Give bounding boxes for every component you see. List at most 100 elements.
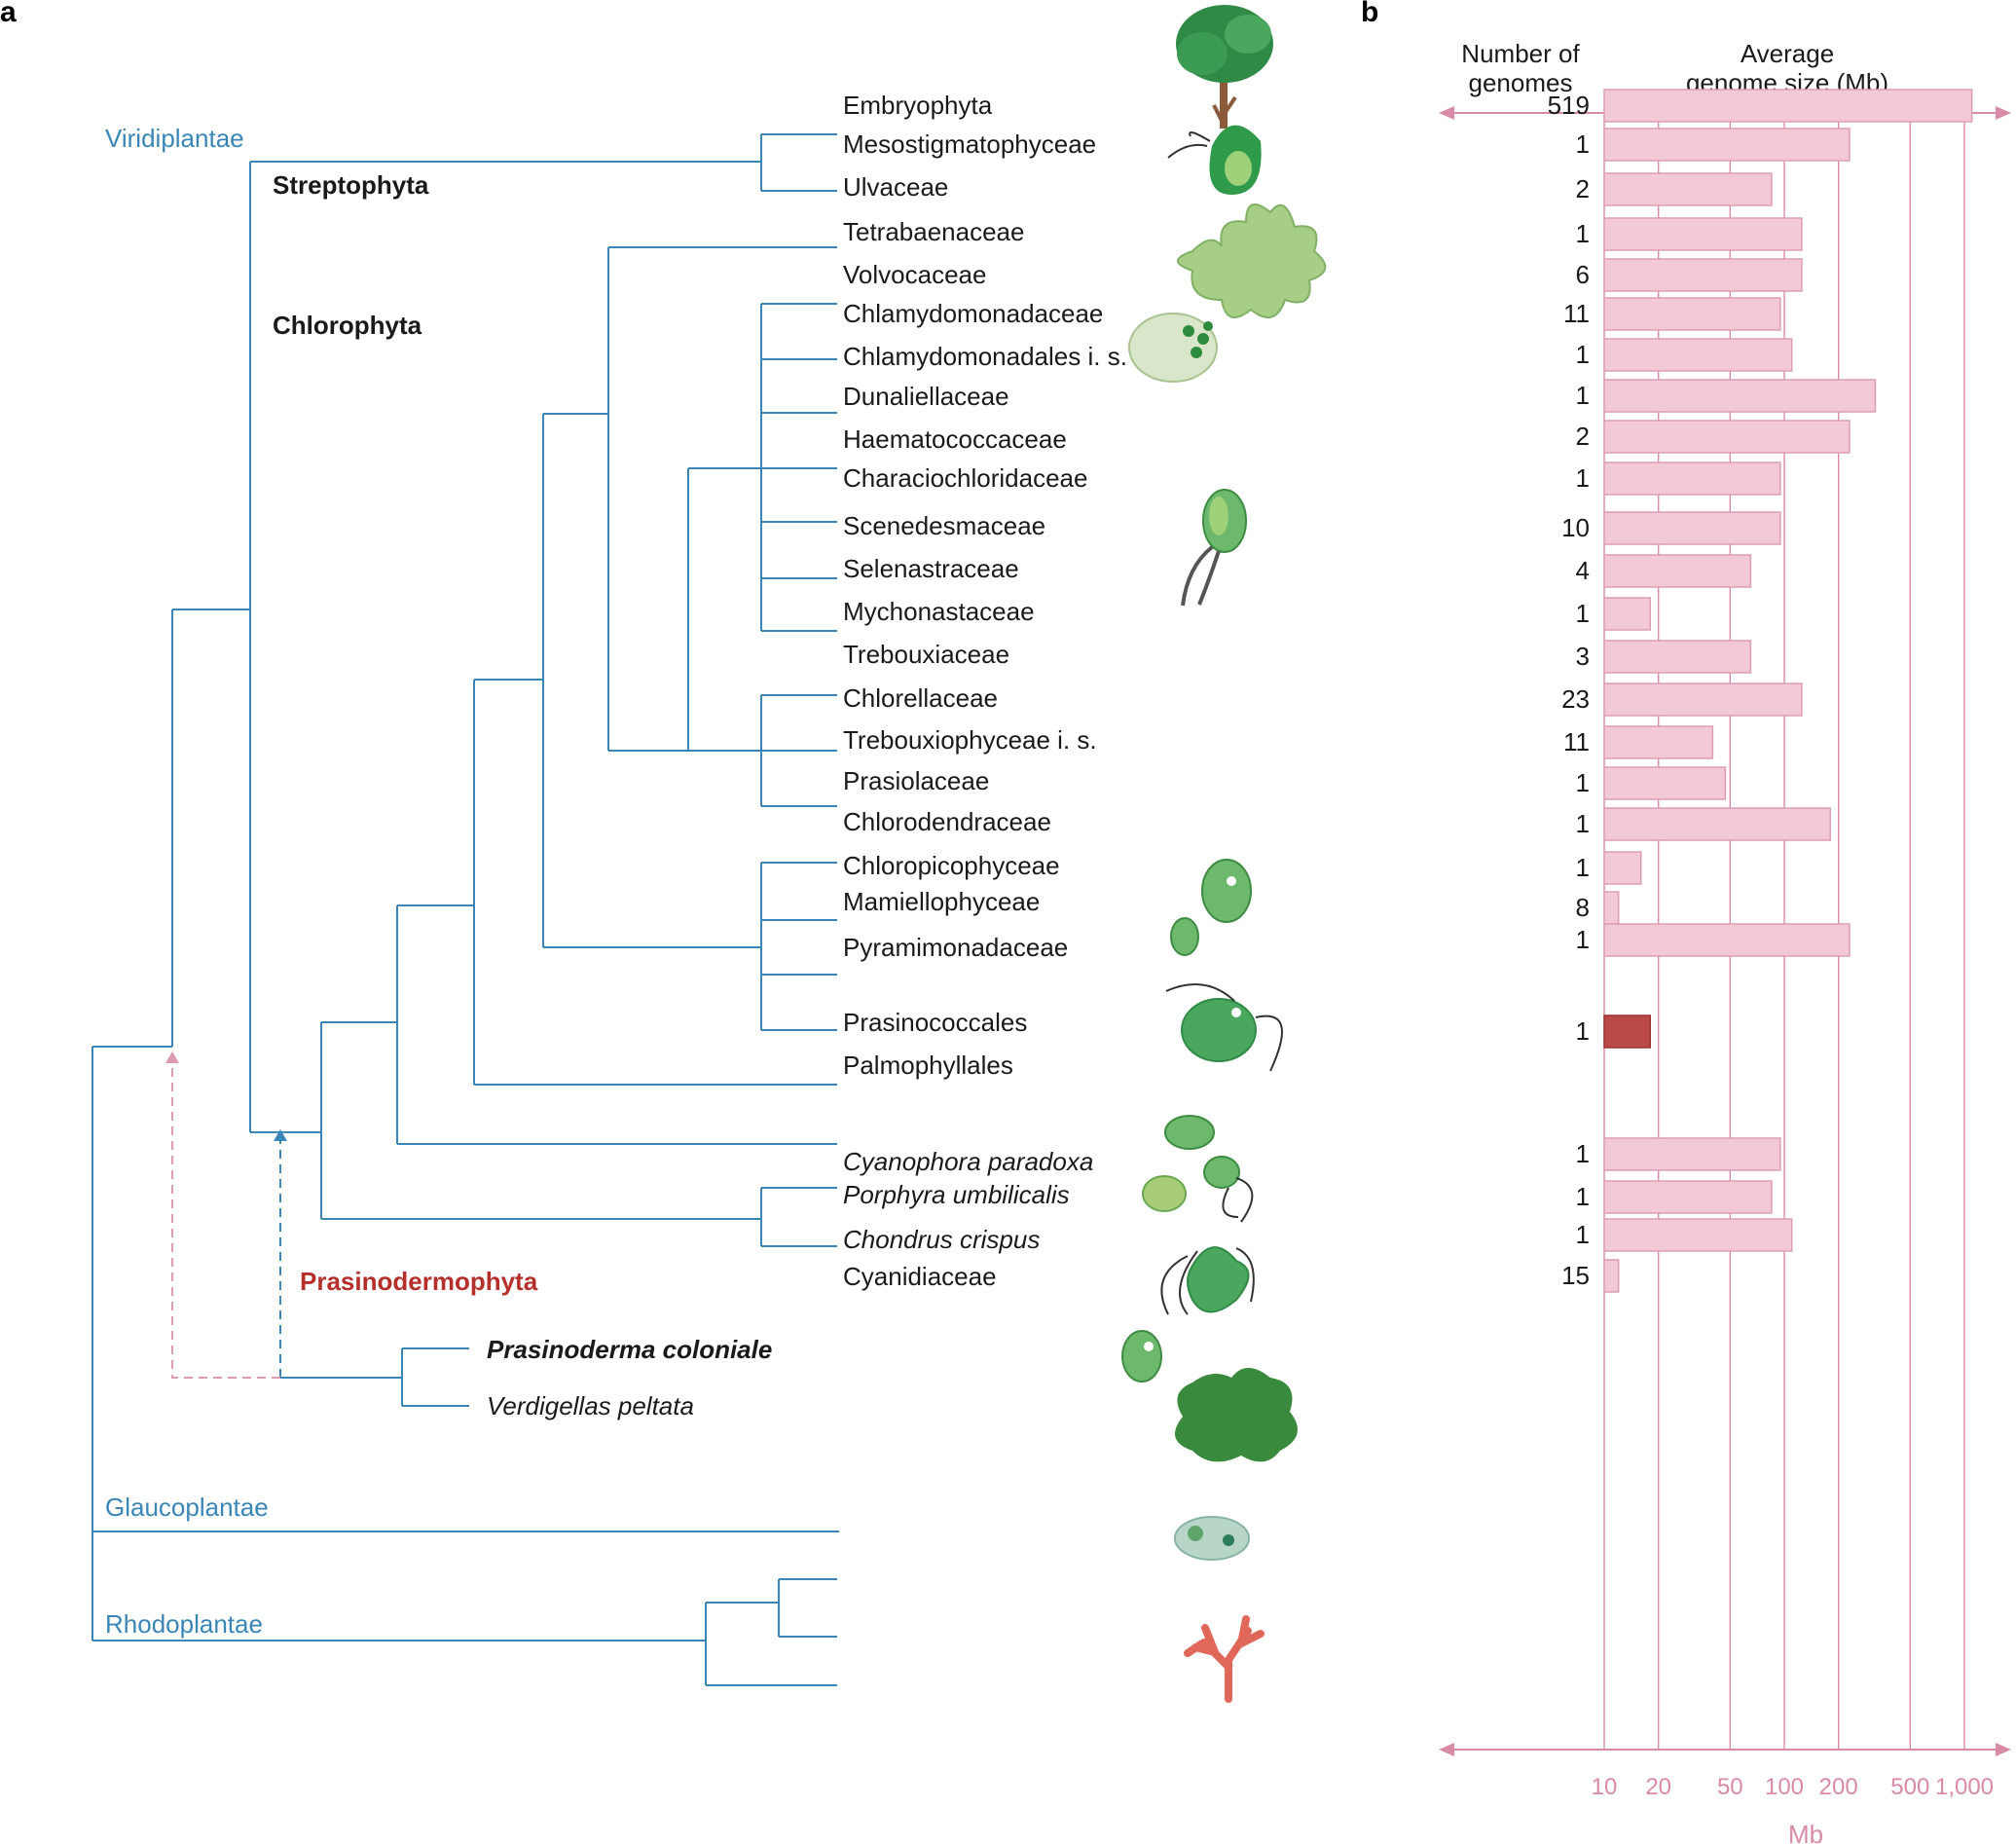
count-header-line1: Number of	[1461, 39, 1580, 68]
clade-viridiplantae: Viridiplantae	[105, 124, 244, 153]
species-prasinoderma-coloniale: Prasinoderma coloniale	[487, 1335, 772, 1364]
genome-count: 1	[1576, 340, 1590, 369]
genome-size-bar	[1603, 217, 1803, 251]
genome-count: 1	[1576, 219, 1590, 248]
genome-count: 4	[1576, 556, 1590, 585]
pyramimonas-illustration	[1160, 1246, 1255, 1315]
organism-illustrations	[1121, 5, 1327, 1703]
genome-size-bar	[1603, 89, 1973, 123]
taxon-label: Mamiellophyceae	[843, 887, 1040, 916]
genome-count: 1	[1576, 1139, 1590, 1168]
x-tick-label: 20	[1645, 1774, 1671, 1800]
genome-count: 1	[1576, 809, 1590, 838]
genome-size-bar	[1603, 338, 1793, 372]
x-tick-label: 500	[1890, 1774, 1929, 1800]
bottom-arrow-axis	[1439, 1743, 2011, 1756]
taxon-label: Chondrus crispus	[843, 1225, 1040, 1254]
clade-rhodoplantae: Rhodoplantae	[105, 1609, 263, 1639]
genome-count: 1	[1576, 381, 1590, 410]
genome-size-bar	[1603, 128, 1851, 162]
genome-size-bar	[1603, 511, 1781, 545]
taxon-label: Porphyra umbilicalis	[843, 1180, 1070, 1209]
genome-size-bar	[1603, 297, 1781, 331]
x-tick-label: 100	[1765, 1774, 1804, 1800]
taxon-label: Characiochloridaceae	[843, 463, 1087, 493]
x-tick-label: 200	[1819, 1774, 1858, 1800]
taxon-label: Haematococcaceae	[843, 424, 1067, 454]
count-header-line2: genomes	[1469, 68, 1573, 97]
genome-size-bar	[1603, 461, 1781, 496]
taxon-label: Trebouxiophyceae i. s.	[843, 725, 1097, 755]
taxon-label: Chlamydomonadaceae	[843, 299, 1103, 328]
x-tick-label: 50	[1717, 1774, 1743, 1800]
genome-count: 1	[1576, 925, 1590, 954]
genome-size-bar	[1603, 766, 1727, 800]
genome-size-bar	[1603, 172, 1773, 206]
genome-size-bar	[1603, 1014, 1651, 1049]
clade-prasinodermophyta: Prasinodermophyta	[300, 1267, 538, 1296]
genome-size-bar	[1603, 640, 1752, 674]
taxon-label: Cyanidiaceae	[843, 1262, 997, 1291]
ulva-illustration	[1177, 203, 1327, 318]
genome-count: 11	[1563, 727, 1590, 756]
genome-size-bar	[1603, 1137, 1781, 1171]
taxon-label: Mychonastaceae	[843, 597, 1035, 626]
genome-size-bar	[1603, 597, 1651, 631]
x-tick-label: 10	[1592, 1774, 1618, 1800]
species-verdigellas-peltata: Verdigellas peltata	[487, 1391, 694, 1420]
chondrus-illustration	[1184, 1615, 1265, 1703]
genome-count: 3	[1576, 642, 1590, 671]
panel-a-label: a	[0, 0, 17, 28]
genome-count: 519	[1548, 91, 1590, 120]
genome-size-bar	[1603, 379, 1877, 413]
palmophyllales-illustration	[1175, 1368, 1298, 1462]
genome-count: 6	[1576, 260, 1590, 289]
taxon-label: Prasinococcales	[843, 1008, 1027, 1037]
clade-chlorophyta: Chlorophyta	[273, 311, 422, 340]
genome-size-bar	[1603, 851, 1642, 885]
genome-size-bar	[1603, 923, 1851, 957]
genome-count: 23	[1561, 684, 1590, 714]
taxon-label: Tetrabaenaceae	[843, 217, 1024, 246]
phylogenetic-tree	[92, 133, 839, 1686]
prasinoderma-illustration	[1121, 1330, 1162, 1383]
taxon-label: Volvocaceae	[843, 260, 986, 289]
taxon-label: Prasiolaceae	[843, 766, 989, 795]
cyanophora-illustration	[1174, 1516, 1250, 1561]
taxon-label: Selenastraceae	[843, 554, 1019, 583]
taxon-label: Dunaliellaceae	[843, 382, 1009, 411]
genome-size-bar	[1603, 807, 1831, 841]
genome-count: 1	[1576, 599, 1590, 628]
taxon-label: Palmophyllales	[843, 1051, 1013, 1080]
taxon-label: Pyramimonadaceae	[843, 933, 1068, 962]
taxon-label: Chlorodendraceae	[843, 807, 1051, 836]
genome-count: 1	[1576, 463, 1590, 493]
genome-count: 1	[1576, 1220, 1590, 1249]
genome-count: 11	[1563, 299, 1590, 328]
size-header-line1: Average	[1741, 39, 1834, 68]
x-tick-label: 1,000	[1935, 1774, 1994, 1800]
genome-size-bar	[1603, 1259, 1620, 1293]
flagellate-illustration	[1181, 489, 1247, 607]
genome-size-bar	[1603, 682, 1803, 717]
volvox-illustration	[1128, 313, 1218, 383]
genome-count: 10	[1561, 513, 1590, 542]
genome-count: 1	[1576, 1182, 1590, 1211]
x-axis-unit-label: Mb	[1788, 1820, 1823, 1844]
genome-size-bar	[1603, 1218, 1793, 1252]
genome-count: 1	[1576, 129, 1590, 159]
genome-count: 1	[1576, 768, 1590, 797]
clade-streptophyta: Streptophyta	[273, 170, 429, 200]
genome-size-bar	[1603, 725, 1714, 759]
taxon-label: Chlorellaceae	[843, 683, 998, 713]
genome-size-panel: Number of genomes Average genome size (M…	[1439, 39, 2011, 1844]
taxon-label: Mesostigmatophyceae	[843, 129, 1096, 159]
genome-count: 1	[1576, 853, 1590, 882]
genome-size-bars	[1603, 89, 1973, 1293]
genome-count: 2	[1576, 174, 1590, 203]
genome-size-bar	[1603, 258, 1803, 292]
mesostigma-illustration	[1167, 125, 1262, 195]
taxon-label: Ulvaceae	[843, 172, 948, 202]
genome-count: 8	[1576, 893, 1590, 922]
